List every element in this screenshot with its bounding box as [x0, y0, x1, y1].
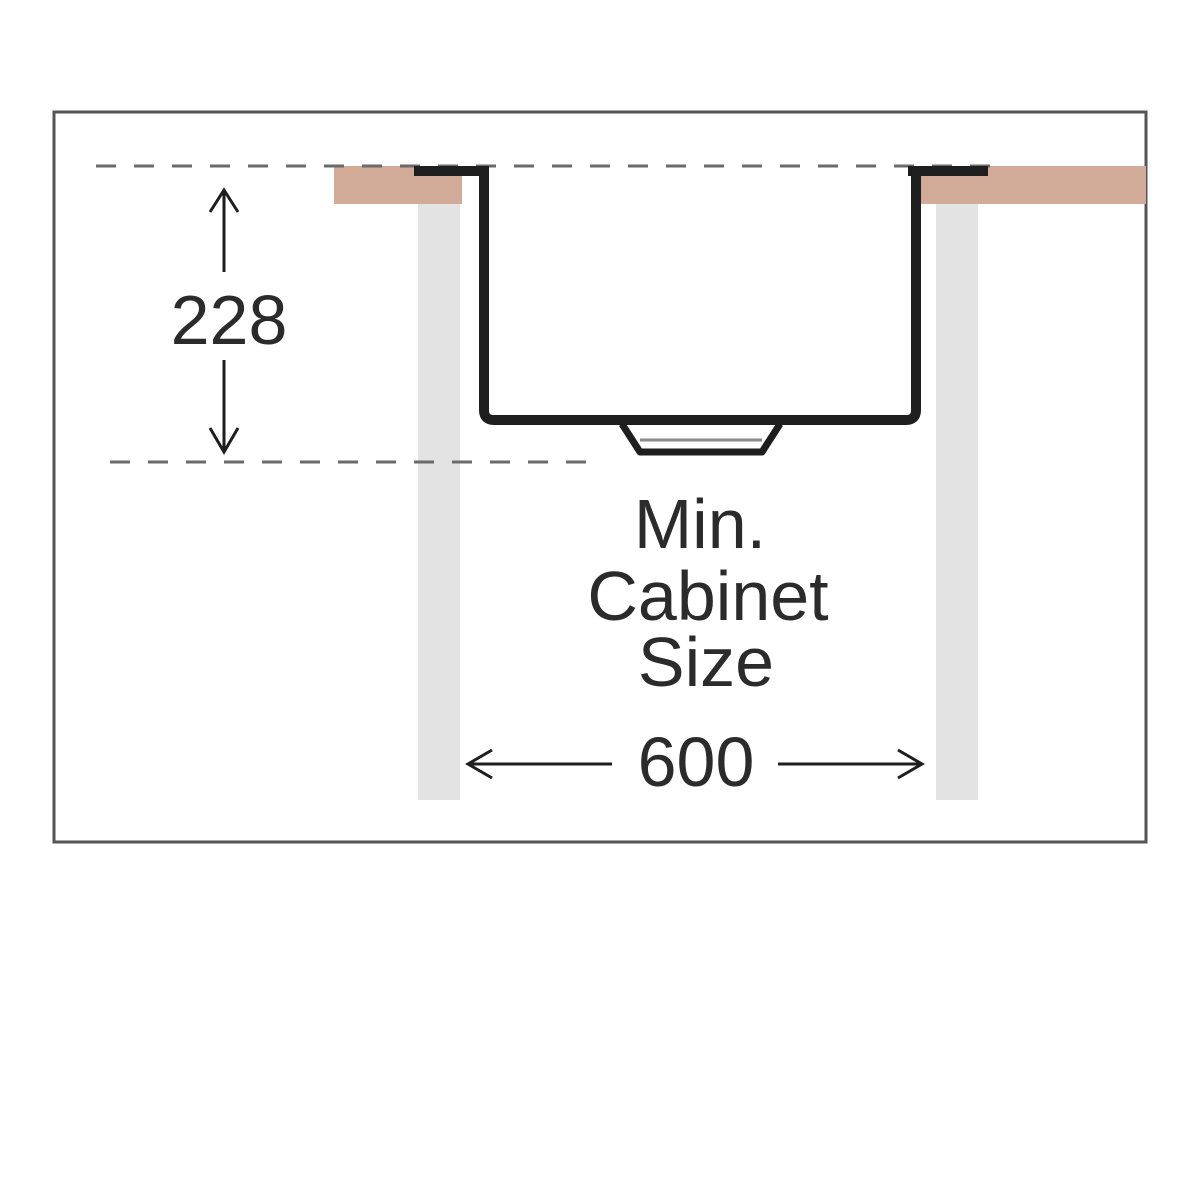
- width-arrow-left-head: [465, 748, 493, 780]
- waste-outlet: [619, 422, 783, 456]
- caption-line-2: Cabinet: [587, 557, 828, 635]
- sink-bowl: [479, 166, 921, 425]
- cabinet-side-left: [418, 204, 460, 800]
- caption-line-1: Min.: [634, 485, 766, 563]
- depth-arrow-down-head: [208, 427, 240, 455]
- width-dimension-label: 600: [638, 723, 755, 801]
- diagram-frame: [52, 110, 1148, 844]
- depth-arrow-up-head: [208, 187, 240, 213]
- depth-dimension-label: 228: [171, 281, 288, 359]
- width-arrow-right-head: [897, 748, 925, 780]
- caption-line-3: Size: [638, 623, 774, 701]
- cabinet-side-right: [936, 204, 978, 800]
